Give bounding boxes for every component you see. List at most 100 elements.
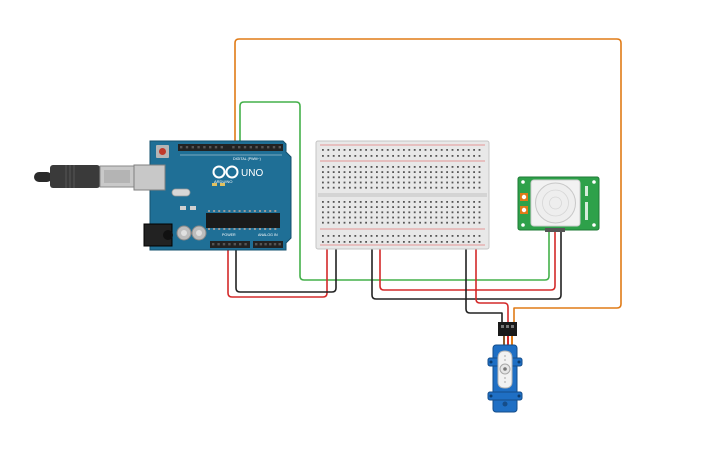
breadboard-hole <box>359 221 362 224</box>
breadboard-hole <box>462 241 465 243</box>
breadboard-hole <box>349 211 351 214</box>
crystal <box>171 188 191 197</box>
breadboard-hole <box>381 171 384 173</box>
breadboard-hole <box>462 176 465 179</box>
breadboard-hole <box>451 176 454 179</box>
breadboard-hole <box>392 201 394 203</box>
breadboard-hole <box>376 241 378 243</box>
micro-servo[interactable] <box>487 322 523 413</box>
breadboard-hole <box>473 211 475 214</box>
breadboard-hole <box>332 149 335 151</box>
breadboard-hole <box>338 181 340 184</box>
breadboard[interactable] <box>315 140 490 250</box>
chip-leg <box>208 210 210 212</box>
analog-header[interactable] <box>253 241 283 248</box>
breadboard-hole <box>446 176 448 179</box>
servo-connector[interactable] <box>498 322 517 336</box>
breadboard-hole <box>343 186 346 189</box>
header-pin <box>232 146 235 149</box>
chip-leg <box>218 210 221 212</box>
breadboard-hole <box>478 181 481 184</box>
wire-green-pir-signal[interactable] <box>239 101 550 281</box>
breadboard-hole <box>365 155 367 157</box>
chip-leg <box>259 210 261 212</box>
breadboard-hole <box>408 216 411 219</box>
breadboard-hole <box>424 211 427 214</box>
chip-leg <box>228 228 231 230</box>
usb-cable-strain-relief <box>34 172 52 182</box>
header-pin <box>261 146 264 149</box>
breadboard-hole <box>419 176 421 179</box>
breadboard-hole <box>386 221 389 224</box>
chip-leg <box>243 210 246 212</box>
breadboard-hole <box>359 206 362 208</box>
breadboard-hole <box>462 221 465 224</box>
wire-red-breadboard-servo[interactable] <box>475 246 509 324</box>
breadboard-hole <box>462 206 465 208</box>
wire-black-breadboard-servo[interactable] <box>465 246 503 324</box>
breadboard-hole <box>397 149 400 151</box>
breadboard-hole <box>430 206 432 208</box>
breadboard-hole <box>451 206 454 208</box>
breadboard-hole <box>338 221 340 224</box>
breadboard-hole <box>381 166 384 168</box>
breadboard-hole <box>343 235 346 237</box>
breadboard-hole <box>478 235 481 237</box>
header-pin <box>255 243 258 246</box>
wire-black-gnd-breadboard[interactable] <box>235 246 337 293</box>
breadboard-hole <box>386 201 389 203</box>
breadboard-hole <box>462 149 465 151</box>
breadboard-hole <box>365 176 367 179</box>
breadboard-hole <box>349 171 351 173</box>
breadboard-hole <box>457 206 459 208</box>
breadboard-hole <box>435 181 438 184</box>
breadboard-hole <box>386 149 389 151</box>
breadboard-hole <box>386 216 389 219</box>
breadboard-hole <box>403 166 405 168</box>
digital-header[interactable] <box>178 144 283 151</box>
breadboard-hole <box>343 171 346 173</box>
breadboard-hole <box>343 176 346 179</box>
breadboard-hole <box>397 155 400 157</box>
pir-sensor[interactable] <box>517 176 600 232</box>
breadboard-hole <box>322 201 324 203</box>
breadboard-hole <box>478 201 481 203</box>
breadboard-channel <box>318 193 487 197</box>
breadboard-hole <box>343 181 346 184</box>
breadboard-hole <box>435 166 438 168</box>
breadboard-hole <box>446 206 448 208</box>
arduino-uno[interactable]: ARDUINO UNO DIGITAL (PWM~) POWER ANALOG … <box>133 140 292 251</box>
breadboard-hole <box>462 216 465 219</box>
breadboard-hole <box>392 216 394 219</box>
wire-red-breadboard-pir[interactable] <box>379 231 556 291</box>
header-pin <box>233 243 236 246</box>
breadboard-hole <box>478 216 481 219</box>
breadboard-hole <box>430 201 432 203</box>
breadboard-hole <box>343 211 346 214</box>
breadboard-hole <box>408 149 411 151</box>
breadboard-hole <box>322 186 324 189</box>
breadboard-hole <box>365 216 367 219</box>
breadboard-hole <box>365 206 367 208</box>
breadboard-hole <box>408 206 411 208</box>
usb-jack <box>133 164 166 191</box>
header-pin <box>244 243 247 246</box>
breadboard-hole <box>349 235 351 237</box>
breadboard-hole <box>473 221 475 224</box>
breadboard-hole <box>392 206 394 208</box>
arduino-logo <box>212 165 239 179</box>
breadboard-hole <box>381 176 384 179</box>
breadboard-hole <box>338 171 340 173</box>
chip-leg <box>248 210 251 212</box>
breadboard-hole <box>430 211 432 214</box>
breadboard-hole <box>343 241 346 243</box>
pir-pin-header[interactable] <box>545 228 565 232</box>
wire-orange-servo-signal[interactable] <box>234 38 622 324</box>
breadboard-hole <box>446 216 448 219</box>
breadboard-hole <box>376 181 378 184</box>
wire-red-5v-breadboard[interactable] <box>227 246 328 298</box>
breadboard-hole <box>376 206 378 208</box>
breadboard-hole <box>419 155 421 157</box>
breadboard-hole <box>327 166 330 168</box>
chip-leg <box>208 228 210 230</box>
